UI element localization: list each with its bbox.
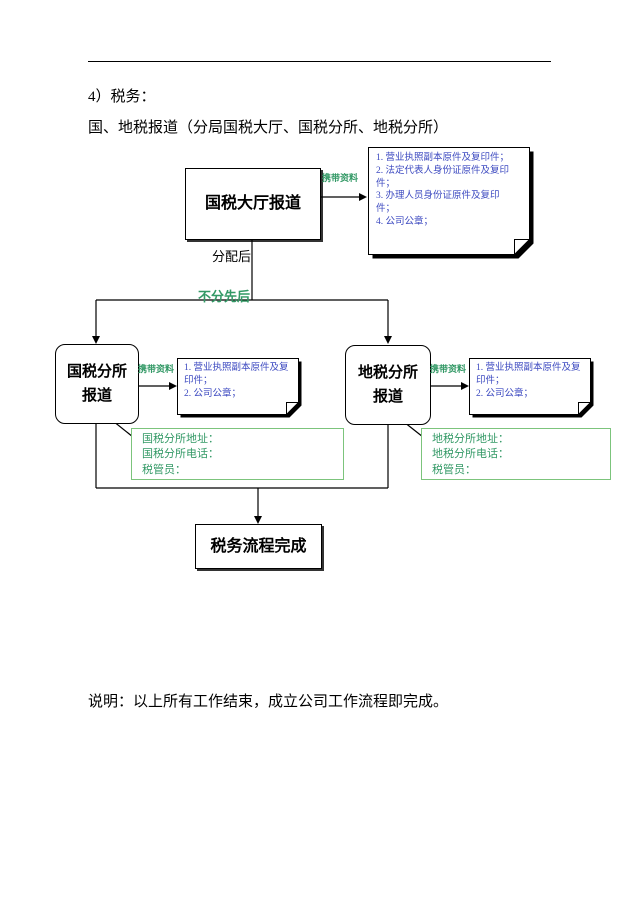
callout-local-branch-info: 地税分所地址： 地税分所电话： 税管员：	[421, 428, 611, 480]
section-subtitle: 国、地税报道（分局国税大厅、国税分所、地税分所）	[88, 120, 449, 136]
arrow-local-to-note	[430, 382, 469, 390]
label-carry-documents-1: 携带资料	[322, 173, 359, 183]
label-carry-documents-2: 携带资料	[138, 364, 175, 374]
folded-note-shape	[368, 147, 534, 259]
callout-national-branch-info-text: 国税分所地址： 国税分所电话： 税管员：	[142, 433, 219, 476]
folded-note-shape	[469, 358, 594, 418]
note-hall-documents-text: 1. 营业执照副本原件及复印件； 2. 法定代表人身份证原件及复印件； 3. 办…	[376, 153, 510, 228]
label-no-order: 不分先后	[198, 289, 251, 304]
label-carry-documents-3: 携带资料	[430, 364, 467, 374]
node-process-complete-label: 税务流程完成	[210, 537, 307, 555]
note-hall-documents: 1. 营业执照副本原件及复印件； 2. 法定代表人身份证原件及复印件； 3. 办…	[368, 147, 534, 259]
footer-note: 说明：以上所有工作结束，成立公司工作流程即完成。	[88, 694, 449, 710]
node-national-branch-label: 国税分所 报道	[66, 364, 127, 404]
node-national-tax-hall: 国税大厅报道	[185, 168, 321, 240]
arrow-national-to-note	[137, 382, 177, 390]
note-national-branch-documents-text: 1. 营业执照副本原件及复印件； 2. 公司公章；	[184, 363, 289, 399]
header-rule	[88, 61, 551, 62]
note-local-branch-documents: 1. 营业执照副本原件及复印件； 2. 公司公章；	[469, 358, 595, 419]
arrow-branch-right	[384, 300, 392, 344]
note-local-branch-documents-text: 1. 营业执照副本原件及复印件； 2. 公司公章；	[476, 363, 581, 399]
arrow-branch-left	[92, 300, 100, 344]
section-label: 4）税务：	[88, 89, 156, 105]
node-national-tax-hall-label: 国税大厅报道	[204, 195, 301, 213]
arrow-to-complete	[254, 488, 262, 524]
node-local-branch-label: 地税分所 报道	[357, 365, 418, 405]
callout-national-branch-info: 国税分所地址： 国税分所电话： 税管员：	[131, 428, 344, 480]
label-after-assignment: 分配后	[212, 249, 252, 264]
callout-local-branch-info-text: 地税分所地址： 地税分所电话： 税管员：	[432, 433, 509, 476]
arrow-hall-to-note	[320, 193, 367, 201]
node-national-branch: 国税分所 报道	[55, 344, 139, 424]
note-national-branch-documents: 1. 营业执照副本原件及复印件； 2. 公司公章；	[177, 358, 303, 419]
folded-note-shape	[177, 358, 302, 418]
node-process-complete: 税务流程完成	[195, 524, 322, 569]
node-local-branch: 地税分所 报道	[345, 345, 431, 425]
